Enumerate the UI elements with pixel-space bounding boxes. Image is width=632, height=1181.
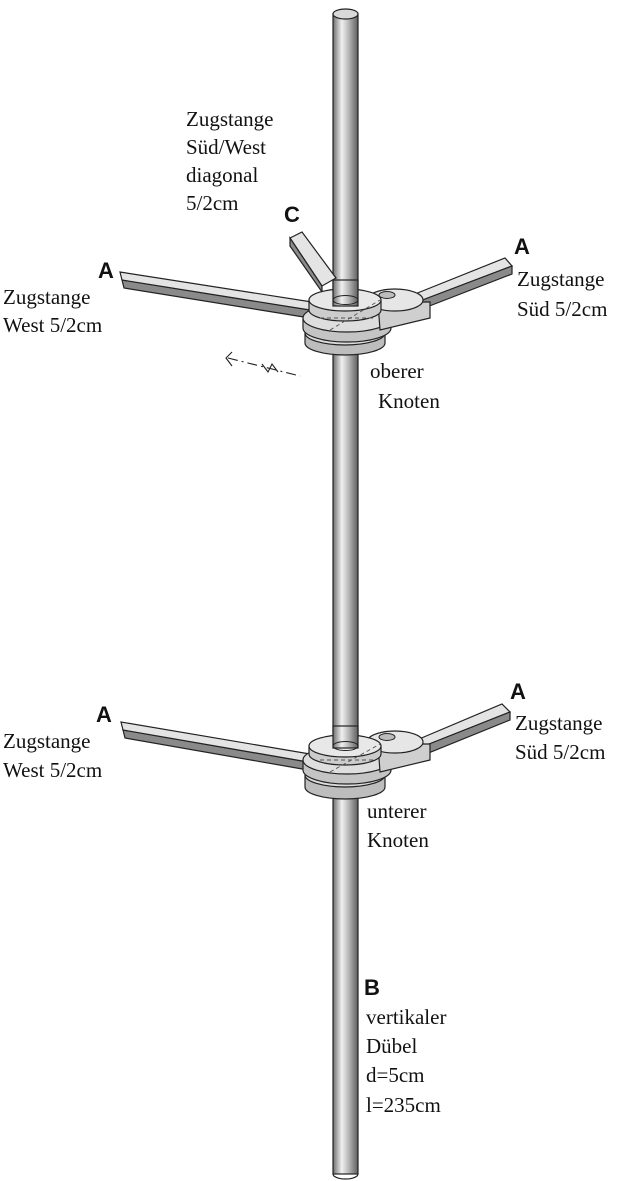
letter-a-bottom-south: A — [510, 679, 526, 704]
upper-node-plates — [302, 288, 431, 356]
label-bottom-south: Zugstange Süd 5/2cm — [515, 711, 608, 764]
upper-node-struts — [119, 231, 514, 319]
letter-a-bottom-west: A — [96, 702, 112, 727]
dowel-through-lower-node — [332, 725, 359, 749]
letter-c: C — [284, 202, 300, 227]
lower-node-struts — [120, 703, 512, 771]
lower-node-plates — [302, 730, 431, 800]
label-upper-node: oberer Knoten — [370, 359, 440, 413]
label-top-diagonal: Zugstange Süd/West diagonal 5/2cm — [186, 107, 279, 215]
label-lower-node: unterer Knoten — [367, 799, 432, 852]
letter-b: B — [364, 975, 380, 1000]
label-top-west: Zugstange West 5/2cm — [3, 285, 102, 337]
label-dowel: vertikaler Dübel d=5cm l=235cm — [366, 1005, 452, 1117]
vertical-dowel — [332, 8, 359, 1180]
label-top-south: Zugstange Süd 5/2cm — [517, 267, 610, 321]
letter-a-top-west: A — [98, 258, 114, 283]
dowel-cut-lower — [332, 741, 359, 751]
section-marker-icon — [225, 351, 301, 377]
dowel-through-upper-node — [332, 279, 359, 307]
dowel-cut-upper — [332, 295, 359, 305]
letter-a-top-south: A — [514, 234, 530, 259]
label-bottom-west: Zugstange West 5/2cm — [3, 729, 102, 782]
